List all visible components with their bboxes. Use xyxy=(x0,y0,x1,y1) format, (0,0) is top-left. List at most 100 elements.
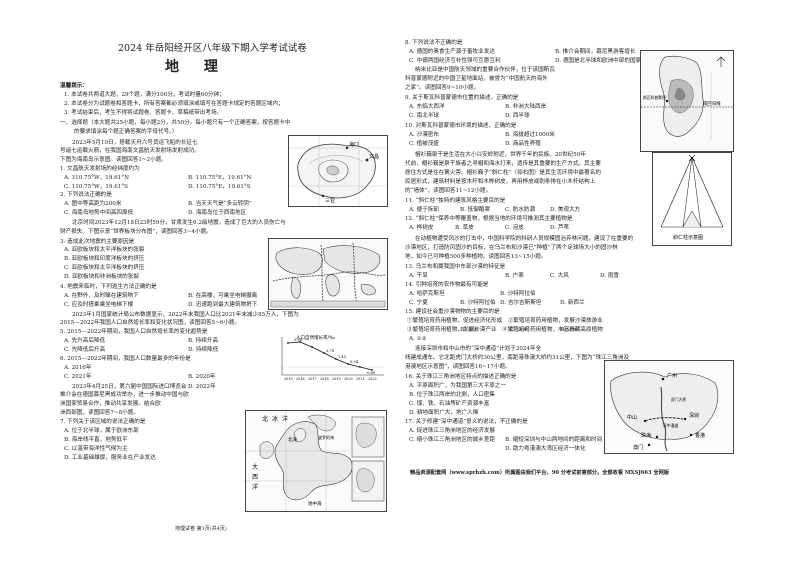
pop-value-1: 3.78 xyxy=(326,349,335,353)
europe-label-bo: 波 xyxy=(318,434,322,440)
left-line-40: C. 以温带海洋性气候为主 xyxy=(64,446,128,452)
left-line-27: 5. 2015—2022年期间，我国人口自然增长率的变化趋势是 xyxy=(60,329,208,335)
right-line-24: 13. 乌兰布和属我国中东部沙漠的特征是 xyxy=(405,264,506,270)
europe-label-luo: 罗 xyxy=(322,435,326,440)
right-line-3: 纳米比亚是中国航天领域的重要合作伙伴，位于该国斯瓦 xyxy=(415,67,555,73)
namibia-map-svg: 南回归线 斯瓦科普蒙德 xyxy=(641,51,733,151)
europe-label-de: 的 xyxy=(326,434,330,440)
left-line-32: C. 2021年 xyxy=(64,374,92,380)
left-line-37: 7. 下列关于该区域的说法正确的是 xyxy=(60,419,146,425)
population-chart-svg: 人口自然增长率/‰ 5.86 3.78 1.45 0.34 -0.60 2015… xyxy=(281,334,384,381)
right-option-5: D. 商品性养殖 xyxy=(505,141,541,147)
left-line-8: 下图为海南岛示意图。读图回答1~2小题。 xyxy=(60,157,167,163)
right-line-34: 线建成通车。它北距虎门大桥约30公里，南距港珠澳大桥约31公里，下图为“珠江三角… xyxy=(405,355,630,361)
left-line-11: C. 110.75°W，19.61°S xyxy=(64,184,128,190)
population-chart-figure: 人口自然增长率/‰ 5.86 3.78 1.45 0.34 -0.60 2015… xyxy=(270,333,388,383)
right-line-9: 10. 对斯瓦科普蒙德市环境的描述，正确的是 xyxy=(405,123,517,129)
right-line-30: ①繁殖培育药用植物，促进经济化形成 ②繁殖培育药用植物，发展沙漠旅游业 xyxy=(407,318,603,324)
left-option-right-9: D. 2022年 xyxy=(188,384,216,390)
prd-label-zhuhai: 珠海 xyxy=(641,432,651,439)
left-line-38: A. 位于北半球，属于欧洲东部 xyxy=(64,428,139,434)
tent-caption: 斜仁柱示意图 xyxy=(673,234,703,241)
left-line-3: 3. 考试结束后，考生不得将试题卷、答题卡、草稿纸带出考场。 xyxy=(64,110,223,116)
right-line-11: C. 植被茂盛 xyxy=(409,141,440,147)
europe-label-da: 大 xyxy=(252,463,258,471)
left-option-right-7: D. 持续降低 xyxy=(188,347,219,353)
left-line-9: 1. 文昌航天发射场的经纬度约为 xyxy=(60,166,140,172)
europe-label-north-sea: 北海 xyxy=(288,436,297,443)
left-option-right-5: D. 迅速跑到最大建筑物坍下 xyxy=(188,302,258,308)
right-line-17: 11. “斜仁柱”独特的建筑风格主要目的是 xyxy=(405,198,506,204)
right-line-10: A. 沙漠密布 xyxy=(409,132,439,138)
europe-label-bei: 北 xyxy=(262,415,268,423)
right-line-23: 地，如今已可种植500多种植物。读图回答13~15小题。 xyxy=(405,254,547,260)
prd-map-figure: 广州 中山 深圳 珠海 澳门 香港 虎门大桥 深中通道 xyxy=(604,360,734,454)
left-line-6: 2023年5月10日，搭载天舟六号货运飞船的长征七 xyxy=(72,140,198,146)
right-option-4: B. 海拔超过1000米 xyxy=(505,132,555,138)
right-line-25: A. 干旱 xyxy=(409,273,428,279)
right-option-2: B. 非洲大陆西岸 xyxy=(505,104,547,110)
right-line-41: 17. 关于修建“深中通道”意义的说法，不正确的是 xyxy=(405,419,528,425)
left-line-1: 1. 本试卷共两道大题，29个题，满分100分，考试时量60分钟； xyxy=(64,92,225,98)
right-line-36: 16. 关于珠江三角洲地区特点的描述正确的是 xyxy=(405,374,517,380)
world-plates-svg xyxy=(269,239,387,309)
right-line-32: A. ①② xyxy=(409,336,427,342)
right-extra-q14_b: B. 沙特阿拉伯 xyxy=(460,300,496,306)
left-line-20: C. 亚欧板块和太平洋板块的挤压 xyxy=(64,265,145,271)
right-line-22: 沙漠地区，打造防风固沙的目标，在乌兰布和沙漠已“种植”了两个足球场大小的固沙林 xyxy=(405,245,618,251)
left-line-7: 号遥七运载火箭，在我国海南文昌航天发射场发射成功。 xyxy=(60,148,200,154)
right-option-11: C. 大风 xyxy=(550,273,569,279)
prd-label-macau: 澳门 xyxy=(633,444,643,451)
right-line-27: A. 哈萨克斯坦 xyxy=(409,291,445,297)
west-europe-map-svg: 北 冰 洋 大 西 洋 波 罗 的 海 北海 地中海 xyxy=(246,411,386,511)
prd-label-shenzhong: 深中通道 xyxy=(663,423,678,428)
hainan-label-wenchang: 文昌 xyxy=(369,153,379,160)
right-option-14: D. 吉尔吉斯斯坦 xyxy=(500,300,542,306)
pop-value-4: -0.60 xyxy=(366,371,376,375)
right-line-26: 14. 引种培育的农作物最有可能是 xyxy=(405,282,489,288)
hainan-map-figure: 文昌 海口 三亚 xyxy=(288,135,388,207)
footer-right: 精品资源配套网（www.sprhzh.com）所属图由我们平台，90 分考试前第… xyxy=(410,470,669,476)
pop-year-1: 2016 xyxy=(296,377,305,381)
left-option-right-4: B. 在高楼，可乘坐电梯撤离 xyxy=(188,293,258,299)
namibia-label-swakop: 斯瓦科普蒙德 xyxy=(643,95,666,100)
right-line-18: A. 便于拆卸 xyxy=(409,207,439,213)
left-line-23: A. 在野外，及时躲在建筑物下 xyxy=(64,293,139,299)
xierenzhu-svg: 斜仁柱示意图 xyxy=(653,153,731,245)
left-line-21: D. 亚欧板块和非洲板块的张裂 xyxy=(64,274,139,280)
right-option-17: C. ③④ xyxy=(510,327,528,333)
pop-year-6: 2021 xyxy=(356,377,365,381)
left-line-22: 4. 地震来临时，下列逃生方法正确的是 xyxy=(60,284,157,290)
right-option-15: D. 新西兰 xyxy=(560,300,585,306)
hainan-label-haikou: 海口 xyxy=(349,141,359,148)
europe-label-mediterranean: 地中海 xyxy=(308,500,322,507)
left-option-right-6: B. 持续升高 xyxy=(188,338,219,344)
left-line-5: 的要求填涂每个题正确答案的字母代号。） xyxy=(74,129,178,135)
left-line-36: 洲西部图，读图回答7~8小题。 xyxy=(60,410,139,416)
prd-label-hongkong: 香港 xyxy=(695,432,705,439)
right-line-14: 居住方式是住在篝火旁。帽衫巍子“斜仁柱”（如右图）是其生活环境中最著名的 xyxy=(405,170,601,176)
right-option-8: C. 泡皮 xyxy=(505,225,524,231)
xierenzhu-figure: 斜仁柱示意图 xyxy=(652,152,732,246)
pop-value-0: 5.86 xyxy=(294,338,303,342)
right-line-21: 在动植物遭受风沙的打击中，中国科学院的科研人员规模固治弃林问题，建设了在重要的 xyxy=(415,236,634,242)
europe-label-bing: 冰 xyxy=(272,415,278,423)
right-line-7: A. 东临大西洋 xyxy=(409,104,445,110)
right-option-1: D. 德国是北半球和欧洲中部的国家 xyxy=(555,58,642,64)
left-line-28: A. 先升高后降低 xyxy=(64,338,106,344)
right-option-16: B. ②③ xyxy=(460,327,478,333)
right-line-19: 12. “斜仁柱”保养中等覆盖物，根据当地的环境可推测其主要植物是 xyxy=(405,216,573,222)
right-extra-q11_b: B. 抵御酷寒 xyxy=(460,207,491,213)
right-line-38: B. 位于珠江两岸的北侧，人口密集 xyxy=(409,392,495,398)
pop-year-7: 2022 xyxy=(368,377,377,381)
right-option-13: B. 沙特阿拉伯 xyxy=(500,291,536,297)
right-line-15: 民居形式，建筑材料是按木杆和木桦树皮，再用桦皮或刺条排在小木杆结构上 xyxy=(405,179,596,185)
pop-year-2: 2017 xyxy=(308,377,317,381)
pop-year-4: 2019 xyxy=(332,377,341,381)
left-line-4: 一、选择题（本大题共25小题，每小题2分，共50分。每小题只有一个正确答案，按答… xyxy=(60,120,291,126)
right-option-12: D. 雨雪 xyxy=(600,273,620,279)
exam-title: 2024 年岳阳经开区八年级下期入学考试试卷 xyxy=(118,43,307,54)
left-line-25: 2023年1月国家统计局公布数据显示，2022年末我国人口比2021年末减少85… xyxy=(72,312,299,318)
right-option-7: D. 美观大方 xyxy=(550,207,581,213)
right-line-43: C. 缩小珠江三角洲地区的城乡差距 xyxy=(409,437,495,443)
